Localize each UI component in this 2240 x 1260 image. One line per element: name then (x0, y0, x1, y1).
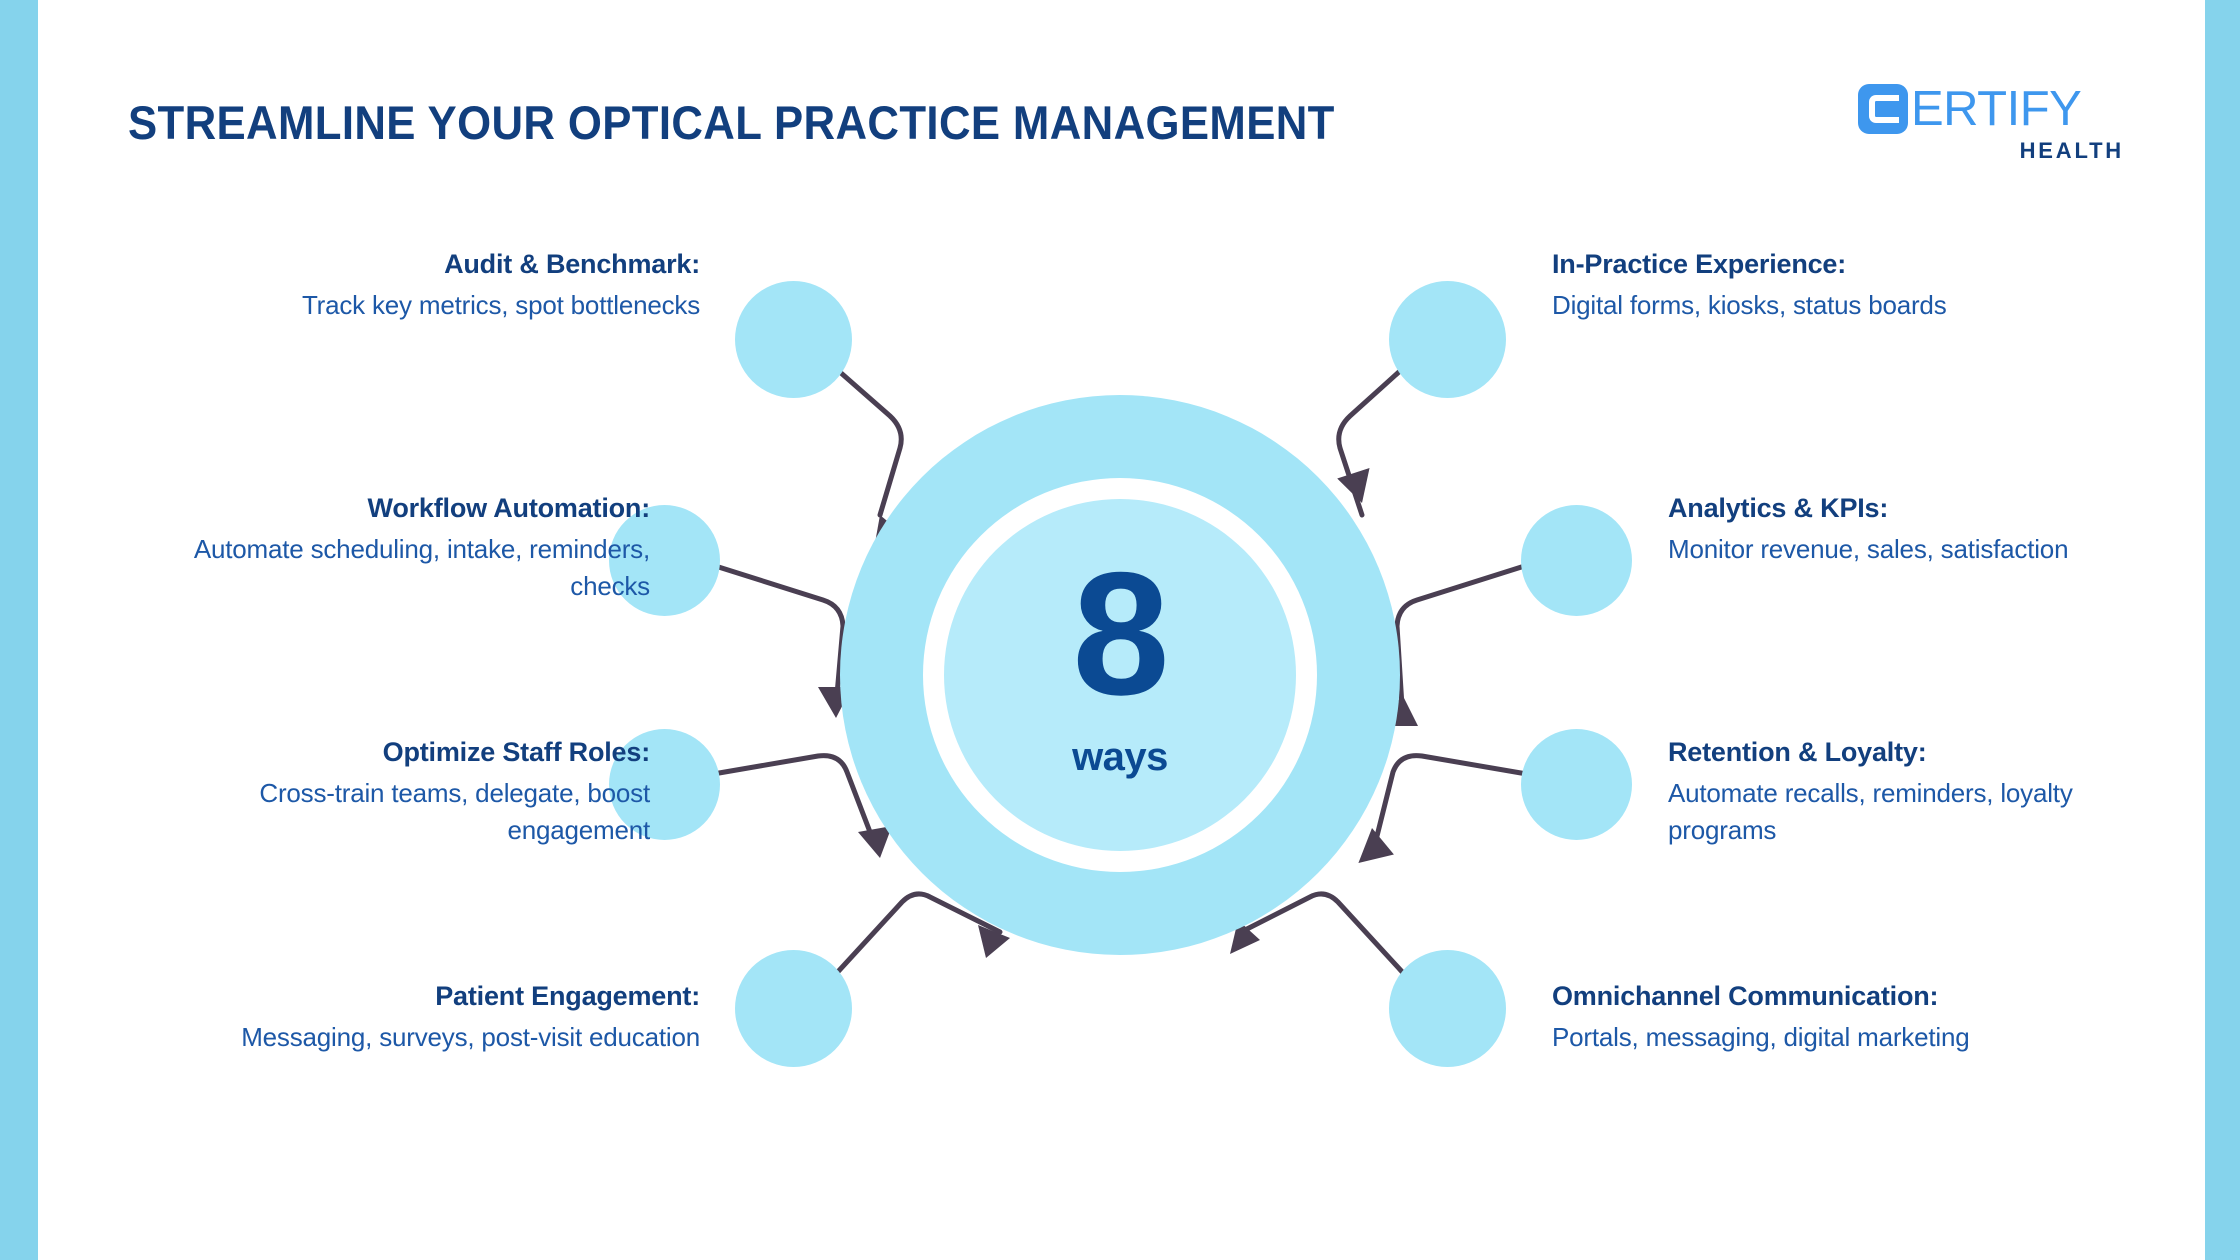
spoke-heading: Omnichannel Communication: (1552, 981, 1939, 1011)
node-circle-workflow-automation (609, 505, 720, 616)
node-circle-optimize-staff-roles (609, 729, 720, 840)
logo-c-mark-icon (1858, 84, 1908, 134)
spoke-heading: In-Practice Experience: (1552, 249, 1847, 279)
hub-inner-disc: 8 ways (944, 499, 1296, 851)
hub-label: ways (1072, 735, 1168, 779)
logo-row: ERTIFY (1858, 82, 2128, 136)
page-title: STREAMLINE YOUR OPTICAL PRACTICE MANAGEM… (128, 96, 1335, 149)
node-circle-retention-loyalty (1521, 729, 1632, 840)
spoke-label-retention-loyalty: Retention & Loyalty: Automate recalls, r… (1668, 736, 2138, 849)
right-edge-bar (2205, 0, 2240, 1260)
spoke-heading: Audit & Benchmark: (444, 249, 700, 279)
node-circle-in-practice-experience (1389, 281, 1506, 398)
spoke-body: Monitor revenue, sales, satisfaction (1668, 534, 2069, 564)
node-circle-analytics-kpis (1521, 505, 1632, 616)
spoke-heading: Optimize Staff Roles: (382, 737, 651, 767)
logo-subtitle: HEALTH (2019, 138, 2124, 163)
hub-number: 8 (1072, 537, 1169, 732)
spoke-label-analytics-kpis: Analytics & KPIs: Monitor revenue, sales… (1668, 492, 2138, 568)
spoke-label-optimize-staff-roles: Optimize Staff Roles: Cross-train teams,… (180, 736, 650, 849)
spoke-label-patient-engagement: Patient Engagement: Messaging, surveys, … (230, 980, 700, 1056)
logo-wordmark: ERTIFY (1911, 82, 2082, 136)
spoke-heading: Workflow Automation: (367, 493, 651, 523)
spoke-label-workflow-automation: Workflow Automation: Automate scheduling… (180, 492, 650, 605)
center-hub: 8 ways (840, 395, 1400, 955)
certify-health-logo: ERTIFY HEALTH (1858, 82, 2128, 168)
spoke-heading: Retention & Loyalty: (1668, 737, 1927, 767)
spoke-body: Messaging, surveys, post-visit education (241, 1022, 700, 1052)
node-circle-patient-engagement (735, 950, 852, 1067)
spoke-body: Track key metrics, spot bottlenecks (301, 290, 700, 320)
node-circle-patient-omnichannel (1389, 950, 1506, 1067)
spoke-body: Automate scheduling, intake, reminders, … (193, 534, 650, 601)
spoke-body: Automate recalls, reminders, loyalty pro… (1668, 778, 2073, 845)
spoke-heading: Patient Engagement: (435, 981, 700, 1011)
spoke-heading: Analytics & KPIs: (1668, 493, 1889, 523)
spoke-label-in-practice-experience: In-Practice Experience: Digital forms, k… (1552, 248, 2022, 324)
spoke-label-omnichannel-communication: Omnichannel Communication: Portals, mess… (1552, 980, 2072, 1056)
spoke-body: Cross-train teams, delegate, boost engag… (259, 778, 650, 845)
spoke-body: Digital forms, kiosks, status boards (1552, 290, 1947, 320)
spoke-label-audit-benchmark: Audit & Benchmark: Track key metrics, sp… (230, 248, 700, 324)
left-edge-bar (0, 0, 38, 1260)
node-circle-audit-benchmark (735, 281, 852, 398)
spoke-body: Portals, messaging, digital marketing (1552, 1022, 1970, 1052)
